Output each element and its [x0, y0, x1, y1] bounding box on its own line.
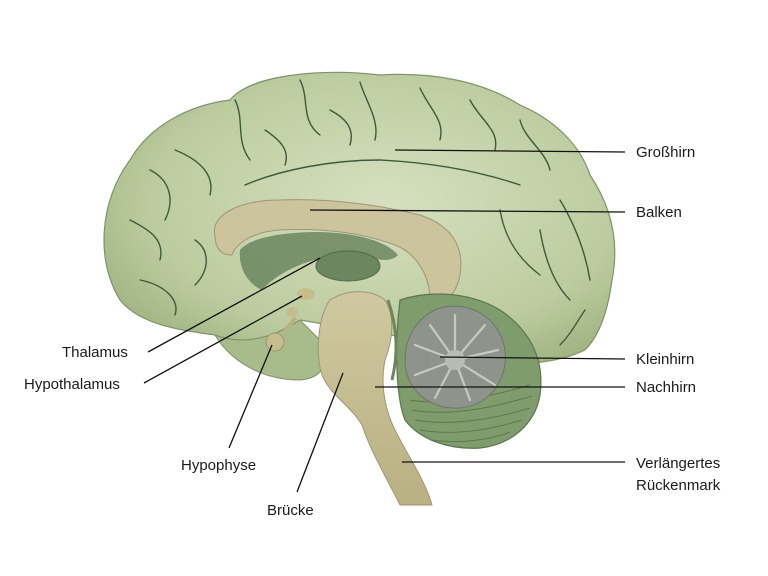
- label-verlaengertes-line2: Rückenmark: [636, 477, 721, 494]
- leader-balken: [309, 209, 626, 213]
- label-hypothalamus: Hypothalamus: [24, 376, 120, 393]
- leader-kleinhirn: [439, 356, 626, 360]
- label-nachhirn: Nachhirn: [636, 379, 697, 396]
- leader-hypothalamus: [143, 295, 303, 384]
- leader-hypophyse: [228, 344, 273, 449]
- label-bruecke: Brücke: [267, 502, 314, 519]
- pituitary: [265, 332, 285, 352]
- label-balken: Balken: [636, 204, 682, 221]
- label-thalamus: Thalamus: [62, 344, 128, 361]
- thalamus: [315, 250, 381, 282]
- mammillary-body: [286, 307, 298, 317]
- leader-bruecke: [296, 372, 344, 493]
- label-kleinhirn: Kleinhirn: [636, 351, 695, 368]
- sulci: [129, 79, 591, 346]
- label-verlaengertes-line1: Verlängertes: [636, 455, 721, 472]
- label-hypophyse: Hypophyse: [181, 457, 257, 474]
- hypothalamus-structure: [297, 288, 315, 300]
- label-grosshirn: Großhirn: [636, 144, 696, 161]
- leader-thalamus: [147, 257, 321, 353]
- lateral-ventricle: [239, 232, 398, 290]
- leader-lines: [143, 149, 626, 493]
- leader-grosshirn: [394, 149, 626, 153]
